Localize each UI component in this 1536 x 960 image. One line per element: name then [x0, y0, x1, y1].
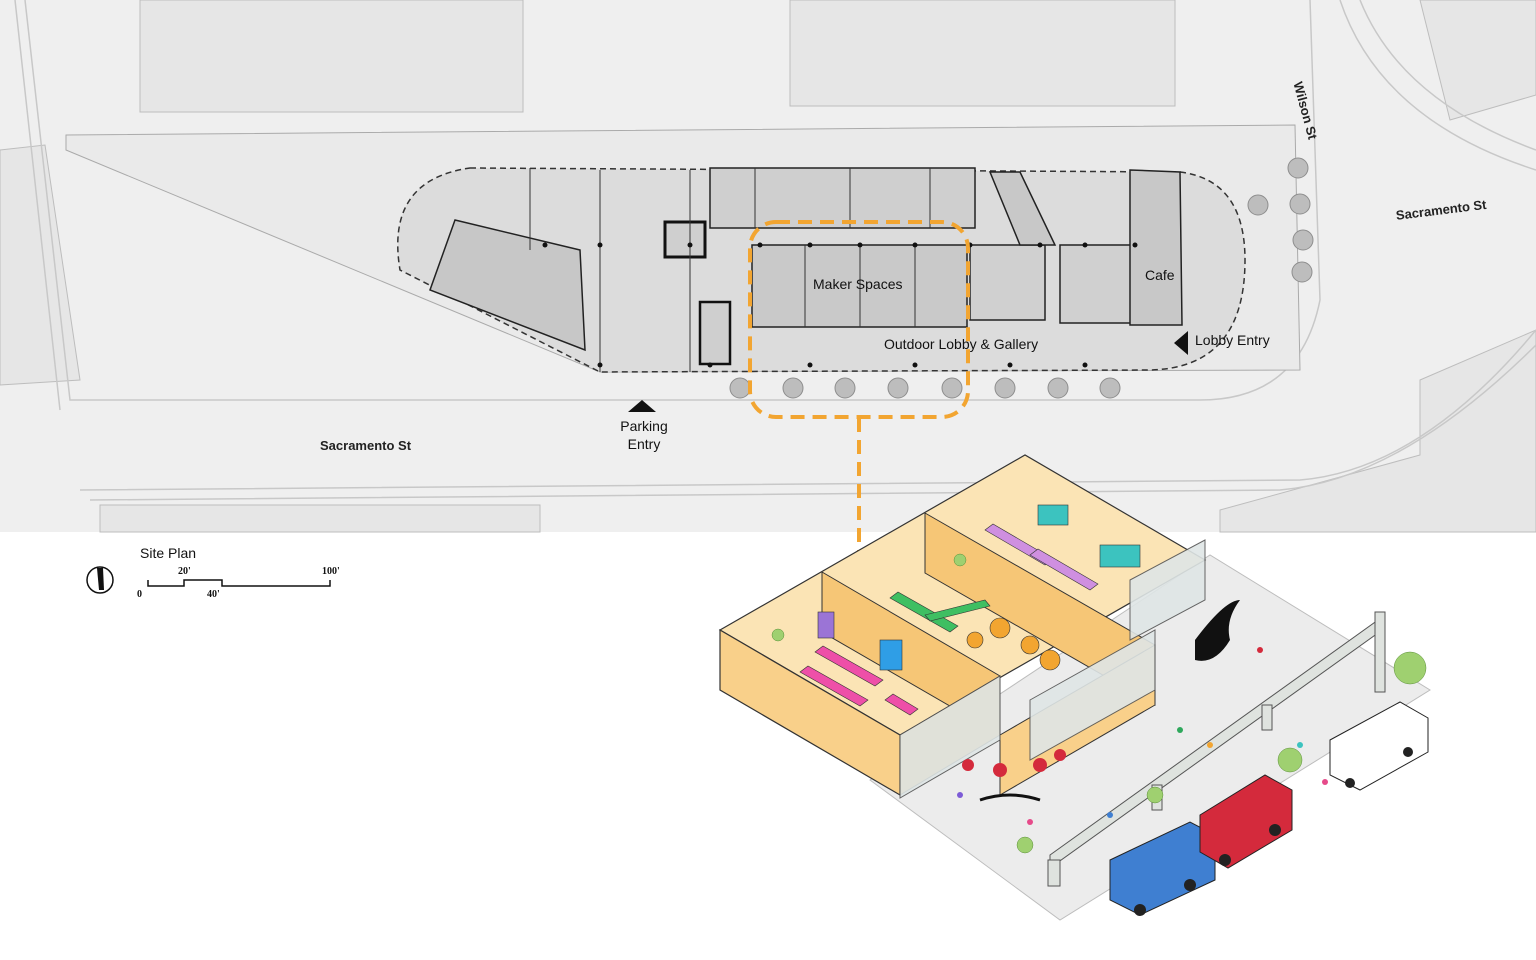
street-label-sacramento-left: Sacramento St: [320, 438, 412, 453]
scale-label-100: 100': [322, 566, 340, 577]
blue-food-truck: [1109, 821, 1216, 916]
surrounding-blocks: [0, 0, 1536, 533]
parking-entry-line-1: Parking: [620, 418, 668, 434]
scale-label-40: 40': [207, 589, 220, 600]
lobby-entry-label: Lobby Entry: [1195, 332, 1270, 348]
room-label-maker-spaces: Maker Spaces: [813, 276, 903, 292]
road-lines: [14, 0, 1536, 501]
legend-title: Site Plan: [140, 545, 197, 561]
parking-entry-label: Parking Entry: [608, 417, 680, 453]
lobby-entry-arrow-icon: [1174, 331, 1188, 355]
white-food-truck: [1329, 701, 1429, 791]
room-label-outdoor-lobby: Outdoor Lobby & Gallery: [884, 336, 1039, 352]
parking-entry-line-2: Entry: [627, 436, 661, 452]
parking-entry-arrow-icon: [628, 400, 656, 412]
red-food-truck: [1199, 774, 1293, 869]
scale-label-20: 20': [178, 566, 191, 577]
building-footprint: [397, 167, 1246, 373]
axonometric-view: [718, 454, 1431, 921]
north-arrow-icon: [86, 566, 114, 594]
maker-spaces-callout: [748, 220, 970, 419]
scale-label-0: 0: [137, 589, 142, 600]
scale-bar: [147, 579, 331, 587]
room-label-cafe: Cafe: [1145, 267, 1175, 283]
street-trees: [729, 157, 1314, 399]
